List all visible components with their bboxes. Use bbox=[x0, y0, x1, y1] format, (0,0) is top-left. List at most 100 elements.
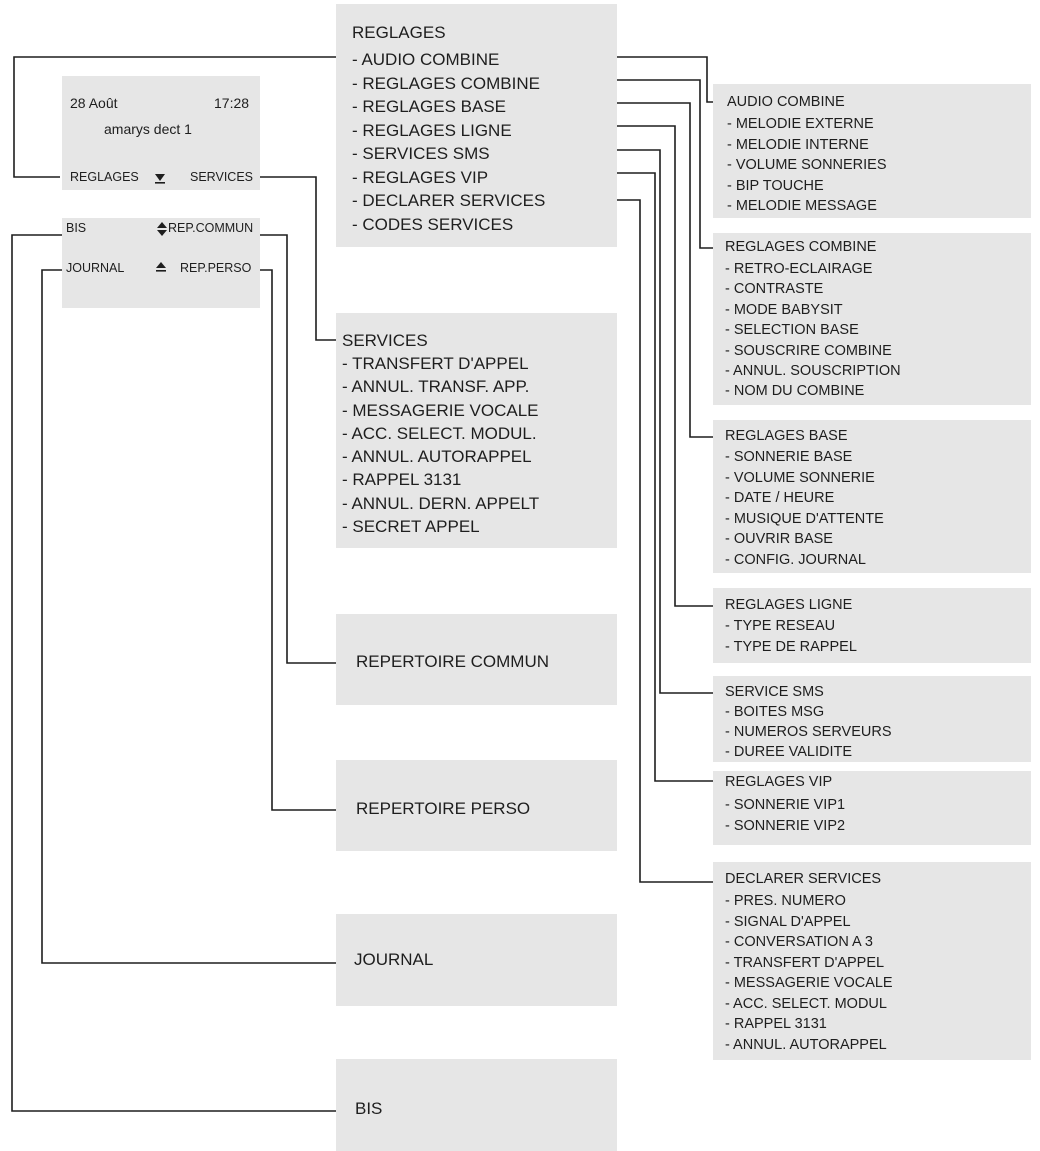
sms-item-boites-msg[interactable]: - BOITES MSG bbox=[725, 704, 825, 720]
services-item-annul-dern-appelt[interactable]: - ANNUL. DERN. APPELT bbox=[342, 493, 540, 513]
connector-rep-perso bbox=[258, 269, 336, 811]
vip-item-sonnerie-vip1[interactable]: - SONNERIE VIP1 bbox=[725, 797, 846, 813]
declarer-item-transfert-appel[interactable]: - TRANSFERT D'APPEL bbox=[725, 954, 885, 971]
reglages-item-codes-services[interactable]: - CODES SERVICES bbox=[352, 214, 514, 234]
reglages-item-reglages-vip[interactable]: - REGLAGES VIP bbox=[352, 167, 489, 187]
down-arrow-icon bbox=[155, 174, 165, 184]
reglages-combine-list: - RETRO-ECLAIRAGE - CONTRASTE - MODE BAB… bbox=[725, 259, 901, 402]
journal-label[interactable]: JOURNAL bbox=[354, 950, 434, 969]
connector-rep-commun bbox=[258, 234, 336, 664]
declarer-item-signal-appel[interactable]: - SIGNAL D'APPEL bbox=[725, 913, 851, 930]
audio-item-melodie-message[interactable]: - MELODIE MESSAGE bbox=[727, 198, 877, 214]
combine-item-mode-babysit[interactable]: - MODE BABYSIT bbox=[725, 301, 843, 318]
reglages-combine-box bbox=[713, 233, 1031, 405]
connector-reglages-combine bbox=[617, 79, 713, 249]
services-item-acc-select-modul[interactable]: - ACC. SELECT. MODUL. bbox=[342, 423, 537, 443]
screen-time: 17:28 bbox=[214, 95, 250, 111]
connector-journal bbox=[41, 269, 336, 964]
screen-model: amarys dect 1 bbox=[104, 121, 192, 137]
up-arrow-icon bbox=[156, 262, 166, 272]
services-item-annul-transf[interactable]: - ANNUL. TRANSF. APP. bbox=[342, 377, 530, 397]
key-rep-perso[interactable]: REP.PERSO bbox=[180, 261, 252, 275]
up-down-arrow-icon bbox=[157, 222, 167, 236]
declarer-item-pres-numero[interactable]: - PRES. NUMERO bbox=[725, 893, 846, 909]
declarer-item-rappel-3131[interactable]: - RAPPEL 3131 bbox=[725, 1016, 827, 1032]
softkey-services[interactable]: SERVICES bbox=[190, 170, 253, 184]
connector-declarer-services bbox=[617, 199, 713, 883]
reglages-ligne-box bbox=[713, 588, 1031, 663]
repertoire-commun-label[interactable]: REPERTOIRE COMMUN bbox=[356, 652, 550, 671]
reglages-vip-title: REGLAGES VIP bbox=[725, 774, 833, 790]
audio-item-volume-sonneries[interactable]: - VOLUME SONNERIES bbox=[727, 157, 887, 173]
services-item-annul-autorappel[interactable]: - ANNUL. AUTORAPPEL bbox=[342, 447, 532, 467]
services-item-messagerie-vocale[interactable]: - MESSAGERIE VOCALE bbox=[342, 400, 539, 420]
declarer-item-conversation-a-3[interactable]: - CONVERSATION A 3 bbox=[725, 934, 873, 950]
repertoire-perso-label[interactable]: REPERTOIRE PERSO bbox=[356, 799, 531, 818]
ligne-item-type-de-rappel[interactable]: - TYPE DE RAPPEL bbox=[725, 638, 857, 655]
key-rep-commun[interactable]: REP.COMMUN bbox=[168, 221, 254, 235]
declarer-item-acc-select-modul[interactable]: - ACC. SELECT. MODUL bbox=[725, 995, 887, 1012]
key-journal[interactable]: JOURNAL bbox=[66, 261, 125, 275]
combine-item-selection-base[interactable]: - SELECTION BASE bbox=[725, 322, 859, 339]
sms-item-duree-validite[interactable]: - DUREE VALIDITE bbox=[725, 744, 853, 760]
reglages-item-reglages-combine[interactable]: - REGLAGES COMBINE bbox=[352, 73, 540, 93]
base-item-musique-attente[interactable]: - MUSIQUE D'ATTENTE bbox=[725, 510, 884, 527]
reglages-vip-box bbox=[713, 771, 1031, 845]
combine-item-retro-eclairage[interactable]: - RETRO-ECLAIRAGE bbox=[725, 261, 873, 277]
connector-bis bbox=[11, 234, 336, 1112]
reglages-item-reglages-base[interactable]: - REGLAGES BASE bbox=[352, 97, 506, 116]
connector-reglages bbox=[13, 56, 336, 178]
services-item-rappel-3131[interactable]: - RAPPEL 3131 bbox=[342, 470, 462, 490]
reglages-base-box bbox=[713, 420, 1031, 573]
ligne-item-type-reseau[interactable]: - TYPE RESEAU bbox=[725, 618, 836, 634]
declarer-item-messagerie-vocale[interactable]: - MESSAGERIE VOCALE bbox=[725, 975, 893, 991]
audio-combine-box bbox=[713, 84, 1031, 218]
services-menu-list: - TRANSFERT D'APPEL - ANNUL. TRANSF. APP… bbox=[342, 352, 539, 538]
service-sms-list: - BOITES MSG - NUMEROS SERVEURS - DUREE … bbox=[725, 702, 892, 762]
base-item-volume-sonnerie[interactable]: - VOLUME SONNERIE bbox=[725, 469, 875, 486]
connector-reglages-base bbox=[617, 102, 713, 438]
service-sms-box bbox=[713, 676, 1031, 762]
reglages-item-audio-combine[interactable]: - AUDIO COMBINE bbox=[352, 50, 500, 69]
reglages-vip-list: - SONNERIE VIP1 - SONNERIE VIP2 bbox=[725, 795, 845, 836]
vip-item-sonnerie-vip2[interactable]: - SONNERIE VIP2 bbox=[725, 817, 846, 834]
combine-item-nom-du-combine[interactable]: - NOM DU COMBINE bbox=[725, 383, 865, 400]
sms-item-numeros-serveurs[interactable]: - NUMEROS SERVEURS bbox=[725, 724, 892, 740]
reglages-menu-list: - AUDIO COMBINE - REGLAGES COMBINE - REG… bbox=[352, 48, 545, 236]
connector-audio-combine bbox=[617, 56, 713, 103]
reglages-item-services-sms[interactable]: - SERVICES SMS bbox=[352, 144, 490, 163]
audio-item-melodie-interne[interactable]: - MELODIE INTERNE bbox=[727, 136, 869, 153]
connector-reglages-ligne bbox=[617, 125, 713, 607]
combine-item-souscrire-combine[interactable]: - SOUSCRIRE COMBINE bbox=[725, 342, 892, 359]
base-item-config-journal[interactable]: - CONFIG. JOURNAL bbox=[725, 551, 866, 568]
services-item-secret-appel[interactable]: - SECRET APPEL bbox=[342, 517, 480, 537]
base-item-sonnerie-base[interactable]: - SONNERIE BASE bbox=[725, 449, 853, 465]
softkey-reglages[interactable]: REGLAGES bbox=[70, 170, 139, 184]
reglages-combine-title: REGLAGES COMBINE bbox=[725, 239, 877, 255]
declarer-services-title: DECLARER SERVICES bbox=[725, 871, 882, 887]
base-item-date-heure[interactable]: - DATE / HEURE bbox=[725, 490, 835, 506]
declarer-item-annul-autorappel[interactable]: - ANNUL. AUTORAPPEL bbox=[725, 1036, 887, 1053]
audio-item-bip-touche[interactable]: - BIP TOUCHE bbox=[727, 177, 824, 194]
base-item-ouvrir-base[interactable]: - OUVRIR BASE bbox=[725, 531, 833, 547]
reglages-menu-title: REGLAGES bbox=[352, 23, 446, 42]
combine-item-contraste[interactable]: - CONTRASTE bbox=[725, 281, 824, 298]
key-bis[interactable]: BIS bbox=[66, 221, 87, 235]
repertoire-perso-box bbox=[336, 760, 617, 851]
handset-screen bbox=[62, 76, 260, 190]
reglages-base-title: REGLAGES BASE bbox=[725, 428, 848, 444]
bis-label[interactable]: BIS bbox=[355, 1099, 383, 1118]
audio-combine-list: - MELODIE EXTERNE - MELODIE INTERNE - VO… bbox=[727, 114, 887, 217]
reglages-item-reglages-ligne[interactable]: - REGLAGES LIGNE bbox=[352, 120, 512, 140]
audio-item-melodie-externe[interactable]: - MELODIE EXTERNE bbox=[727, 116, 874, 132]
services-menu-box bbox=[336, 313, 617, 548]
declarer-services-list: - PRES. NUMERO - SIGNAL D'APPEL - CONVER… bbox=[725, 891, 893, 1055]
reglages-item-declarer-services[interactable]: - DECLARER SERVICES bbox=[352, 191, 546, 210]
reglages-menu-box bbox=[336, 4, 617, 247]
services-item-transfert-appel[interactable]: - TRANSFERT D'APPEL bbox=[342, 354, 529, 373]
connector-reglages-vip bbox=[617, 172, 713, 782]
connector-services bbox=[258, 176, 336, 341]
combine-item-annul-souscription[interactable]: - ANNUL. SOUSCRIPTION bbox=[725, 363, 901, 380]
